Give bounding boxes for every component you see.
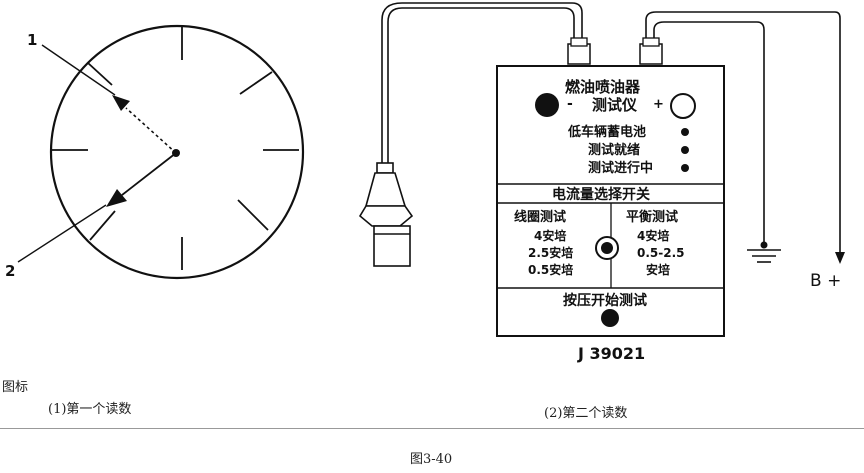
legend-item-1: (1)第一个读数: [48, 402, 132, 417]
selector-title: 电流量选择开关: [552, 186, 650, 203]
legend-heading: 图标: [2, 380, 29, 395]
cable-boot-left: [567, 43, 591, 65]
tester-title-line2: 测试仪: [592, 96, 638, 114]
balance-test-value-range: 0.5-2.5: [637, 246, 685, 260]
coil-test-title: 线圈测试: [514, 209, 566, 225]
plus-sign: +: [653, 97, 664, 112]
tester-title-line1: 燃油喷油器: [565, 78, 641, 96]
battery-arrowhead: [835, 252, 845, 264]
needle-second-arrowhead: [106, 189, 127, 207]
cables: [381, 2, 841, 254]
balance-test-value-4a: 4安培: [637, 228, 669, 243]
coil-test-value-2-5a: 2.5安培: [528, 245, 573, 260]
needle-pivot: [172, 149, 180, 157]
battery-label: B +: [810, 271, 841, 291]
injector-connector-icon: [358, 162, 414, 267]
negative-terminal: [535, 93, 559, 117]
needle-second-reading: [121, 152, 177, 196]
balance-test-value-unit: 安培: [646, 262, 670, 277]
current-selector-knob: [595, 236, 619, 260]
minus-sign: -: [567, 96, 573, 112]
model-label: J 39021: [577, 344, 645, 363]
legend-item-2: (2)第二个读数: [544, 406, 628, 421]
ground-icon: [747, 241, 781, 263]
leader-1: [41, 44, 116, 96]
gauge-label-2: 2: [5, 262, 15, 280]
ground-cable: [653, 21, 765, 242]
led-low-battery: [681, 128, 689, 136]
needle-first-reading: [125, 107, 177, 154]
indicator-test-in-progress: 测试进行中: [588, 160, 653, 176]
figure-number: 图3-40: [410, 452, 453, 467]
leader-2: [17, 204, 107, 263]
indicator-low-battery: 低车辆蓄电池: [567, 124, 646, 140]
start-test-button: [601, 309, 619, 327]
start-label: 按压开始测试: [563, 292, 647, 309]
coil-test-value-0-5a: 0.5安培: [528, 262, 573, 277]
tester-unit: 燃油喷油器 测试仪 - + 低车辆蓄电池 测试就绪 测试进行中 电流量选择开关 …: [496, 37, 725, 337]
positive-terminal: [670, 93, 696, 119]
injector-cable: [387, 7, 575, 165]
coil-test-value-4a: 4安培: [534, 228, 566, 243]
led-test-ready: [681, 146, 689, 154]
indicator-test-ready: 测试就绪: [588, 142, 640, 158]
led-test-in-progress: [681, 164, 689, 172]
gauge-ticks: [52, 27, 299, 270]
divider: [0, 428, 864, 429]
gauge: 1 2: [5, 24, 305, 280]
needle-first-arrowhead: [112, 95, 130, 111]
balance-test-title: 平衡测试: [626, 209, 678, 225]
cable-boot-right: [639, 43, 663, 65]
battery-cable: [645, 11, 841, 254]
gauge-label-1: 1: [27, 31, 37, 49]
